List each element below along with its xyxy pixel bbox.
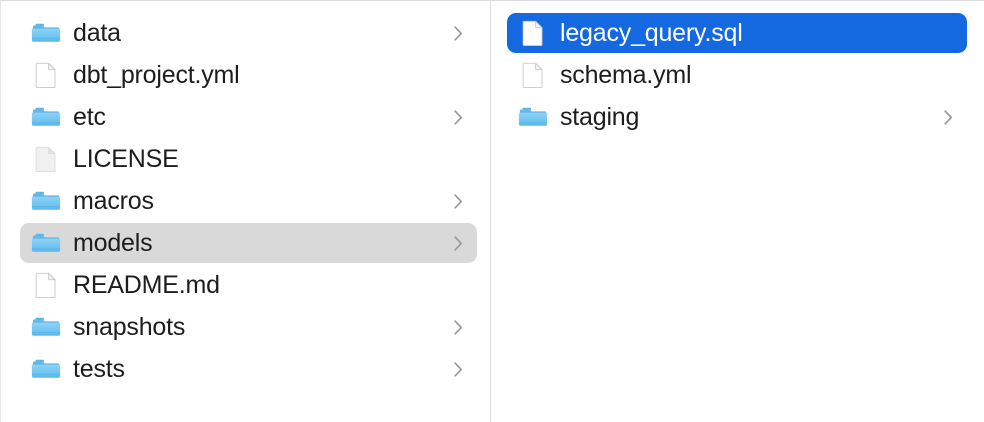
folder-icon	[31, 186, 61, 216]
item-label: tests	[73, 355, 125, 383]
chevron-right-icon[interactable]	[451, 358, 465, 380]
folder-icon	[31, 354, 61, 384]
folder-row[interactable]: data	[20, 13, 477, 53]
finder-column-models[interactable]: legacy_query.sql schema.yml staging	[491, 1, 984, 422]
folder-icon	[31, 18, 61, 48]
document-icon	[31, 60, 61, 90]
column-row-list: legacy_query.sql schema.yml staging	[491, 1, 984, 137]
item-label: README.md	[73, 271, 220, 299]
document-icon	[31, 270, 61, 300]
file-row[interactable]: dbt_project.yml	[20, 55, 477, 95]
folder-icon	[31, 102, 61, 132]
item-label: etc	[73, 103, 106, 131]
file-row[interactable]: LICENSE	[20, 139, 477, 179]
document-icon	[518, 18, 548, 48]
chevron-right-icon[interactable]	[451, 22, 465, 44]
item-label: macros	[73, 187, 154, 215]
chevron-right-icon[interactable]	[941, 106, 955, 128]
folder-row[interactable]: staging	[507, 97, 967, 137]
chevron-right-icon[interactable]	[451, 232, 465, 254]
item-label: legacy_query.sql	[560, 19, 743, 47]
item-label: schema.yml	[560, 61, 692, 89]
chevron-right-icon[interactable]	[451, 190, 465, 212]
folder-row[interactable]: models	[20, 223, 477, 263]
folder-icon	[518, 102, 548, 132]
folder-row[interactable]: tests	[20, 349, 477, 389]
document-icon	[518, 60, 548, 90]
chevron-right-icon[interactable]	[451, 316, 465, 338]
folder-row[interactable]: macros	[20, 181, 477, 221]
item-label: dbt_project.yml	[73, 61, 240, 89]
item-label: models	[73, 229, 153, 257]
file-row[interactable]: README.md	[20, 265, 477, 305]
folder-row[interactable]: snapshots	[20, 307, 477, 347]
item-label: snapshots	[73, 313, 186, 341]
plain-document-icon	[31, 144, 61, 174]
item-label: LICENSE	[73, 145, 179, 173]
folder-icon	[31, 228, 61, 258]
chevron-right-icon[interactable]	[451, 106, 465, 128]
folder-row[interactable]: etc	[20, 97, 477, 137]
item-label: staging	[560, 103, 640, 131]
file-row[interactable]: schema.yml	[507, 55, 967, 95]
folder-icon	[31, 312, 61, 342]
item-label: data	[73, 19, 121, 47]
file-row[interactable]: legacy_query.sql	[507, 13, 967, 53]
